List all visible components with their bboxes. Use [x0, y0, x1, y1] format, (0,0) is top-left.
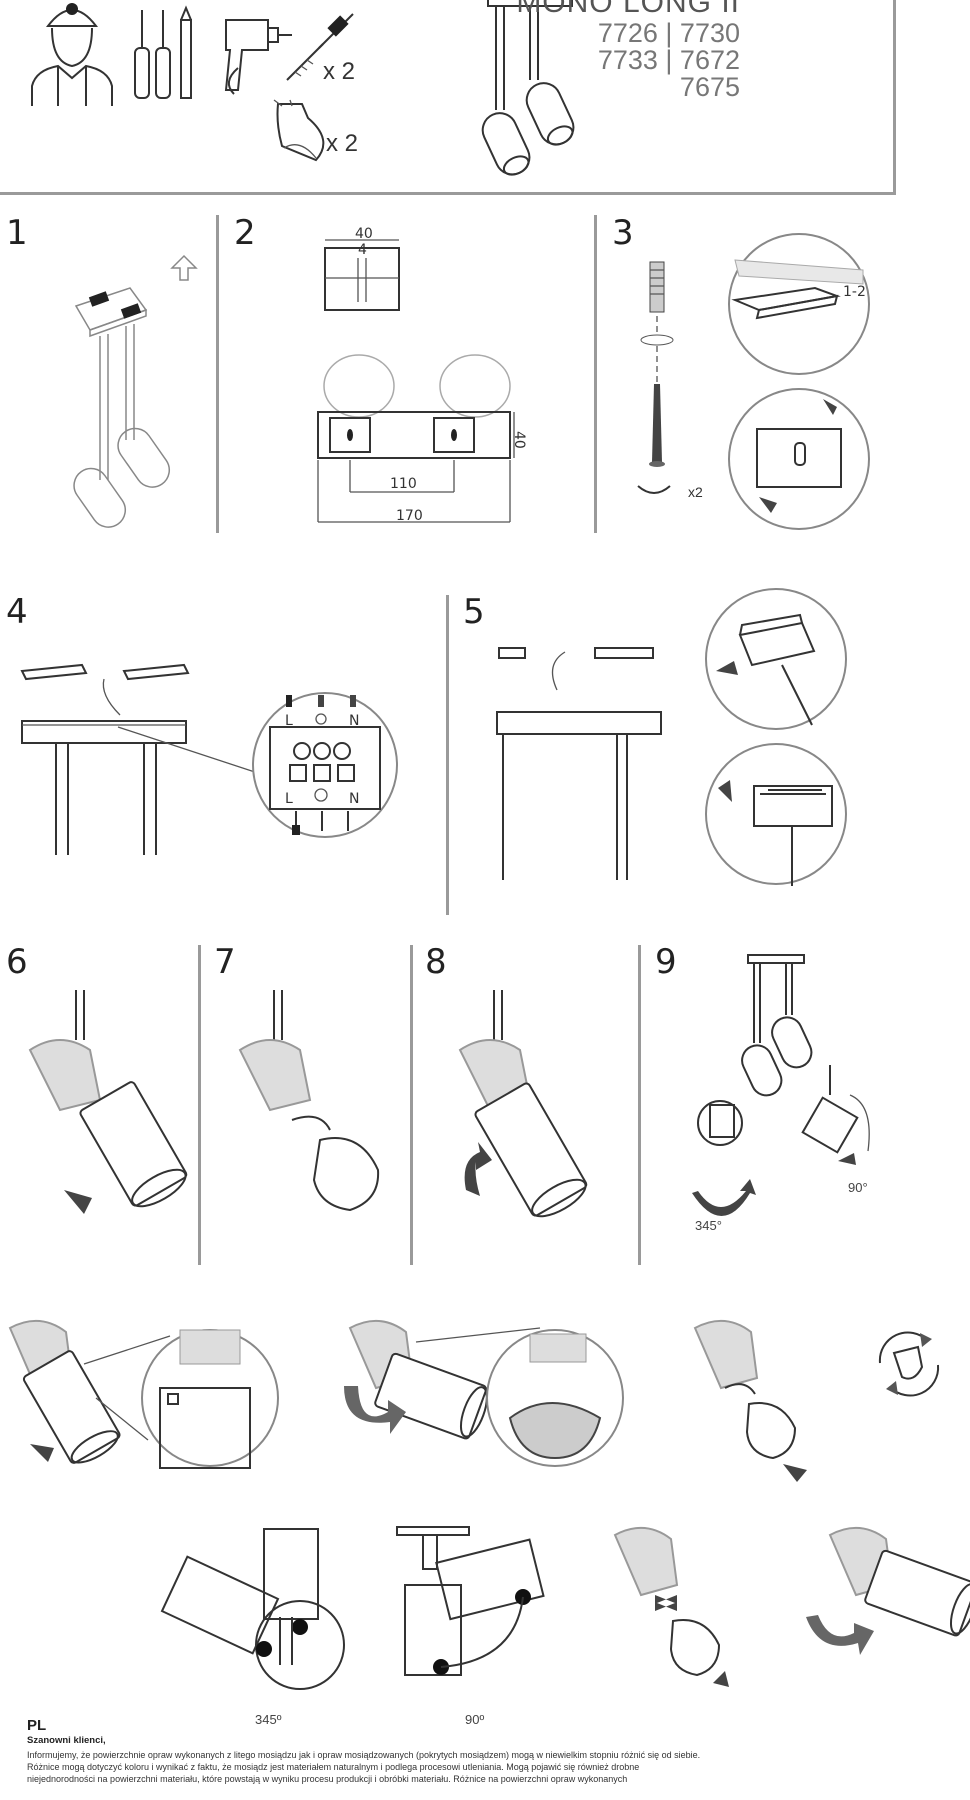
step-number-5: 5 — [463, 592, 485, 632]
step3-angle: 1-2 — [843, 284, 866, 300]
notice-text: Informujemy, że powierzchnie opraw wykon… — [27, 1749, 897, 1785]
step-number-2: 2 — [234, 213, 256, 253]
model-code-line: 7733 | 7672 — [597, 45, 740, 75]
model-code-line: 7726 | 7730 — [597, 18, 740, 48]
step7-insert-bulb — [238, 990, 380, 1212]
model-codes: 7726 | 7730 7733 | 7672 7675 — [500, 20, 740, 101]
step2-drilling-template: 40 4 40 110 170 — [317, 226, 527, 524]
step1-canopy-removal — [73, 254, 198, 528]
bulb-replace-step-b — [344, 1320, 624, 1467]
step-number-6: 6 — [6, 942, 28, 982]
terminal-label: N — [349, 713, 359, 729]
dim-mount-height: 40 — [511, 431, 527, 449]
tilt-diagram-90 — [396, 1526, 545, 1676]
step9-rotation-angle: 345° — [695, 1218, 722, 1233]
step8-attach-shade — [458, 990, 588, 1218]
dim-total-width: 170 — [396, 508, 423, 524]
step-number-4: 4 — [6, 592, 28, 632]
terminal-label: N — [349, 791, 359, 807]
rotation-diagram-345 — [160, 1528, 345, 1690]
screwdrivers-icon — [134, 5, 192, 99]
dim-hole-offset: 4 — [358, 242, 367, 258]
divider — [594, 215, 597, 533]
step3-screw-anchor — [637, 261, 674, 494]
step-number-7: 7 — [214, 942, 236, 982]
divider — [410, 945, 413, 1265]
screw-qty: x 2 — [323, 58, 356, 85]
drill-icon — [224, 19, 292, 95]
greeting: Szanowni klienci, — [27, 1735, 106, 1746]
bulb-qty: x 2 — [326, 130, 359, 157]
bulb-rotate-icon — [878, 1331, 940, 1397]
divider — [446, 595, 449, 915]
tilt-angle-label: 90º — [465, 1712, 485, 1727]
bulb-replace-step-c — [693, 1320, 807, 1482]
screw-anchor-icon — [286, 13, 354, 81]
model-code-line: 7675 — [679, 72, 740, 102]
gu10-bulb-icon — [273, 99, 325, 162]
rotation-angle-label: 345º — [255, 1712, 282, 1727]
dim-hole-spacing: 110 — [390, 476, 417, 492]
step4-wiring: L N L N — [20, 663, 398, 855]
divider — [638, 945, 641, 1265]
header-box — [0, 0, 896, 195]
notice-line: Różnice mogą dotyczyć koloru i wynikać z… — [27, 1762, 640, 1772]
step-number-8: 8 — [425, 942, 447, 982]
bulb-refit-step-a — [613, 1527, 729, 1687]
step9-tilt-angle: 90° — [848, 1180, 868, 1195]
step5-canopy-fix — [496, 647, 662, 880]
step-number-9: 9 — [655, 942, 677, 982]
divider — [198, 945, 201, 1265]
terminal-label: L — [285, 713, 293, 729]
step-number-1: 1 — [6, 213, 28, 253]
terminal-label: L — [285, 791, 293, 807]
step-number-3: 3 — [612, 213, 634, 253]
bulb-replace-step-a — [8, 1320, 279, 1469]
step3-detail-clip — [728, 388, 870, 530]
step5-detail-top — [705, 588, 847, 730]
notice-line: Informujemy, że powierzchnie opraw wykon… — [27, 1750, 701, 1760]
lamp-preview-icon — [481, 0, 575, 176]
installer-icon — [31, 3, 113, 106]
step5-detail-bottom — [705, 743, 847, 886]
step3-detail-top: 1-2 — [728, 233, 870, 375]
shade-refit-step — [806, 1527, 970, 1655]
notice-line: niejednorodności na powierzchni materiał… — [27, 1774, 628, 1784]
step9-adjust — [692, 954, 870, 1216]
model-title: MONO LONG II — [516, 0, 740, 19]
divider — [216, 215, 219, 533]
dim-hole-width: 40 — [355, 226, 373, 242]
language-code: PL — [27, 1717, 47, 1734]
step6-remove-shade — [28, 990, 188, 1214]
step3-qty: x2 — [688, 484, 703, 500]
